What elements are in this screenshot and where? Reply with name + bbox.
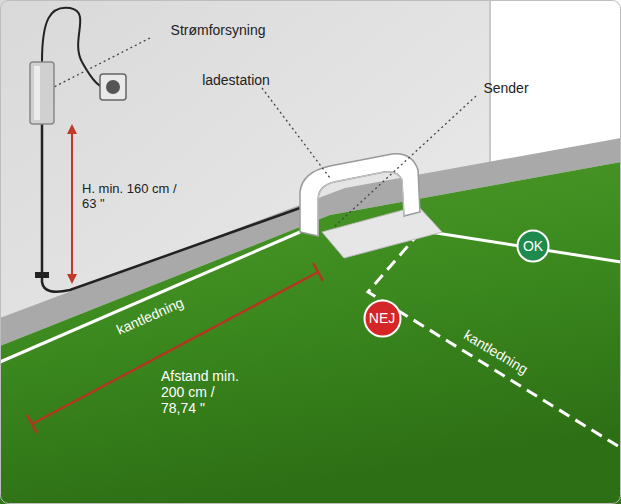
charging-station — [300, 154, 420, 236]
wall-socket — [100, 74, 126, 100]
cable-plug — [35, 272, 49, 278]
power-supply — [30, 62, 54, 124]
leader-line — [52, 38, 150, 88]
dimension-label: Afstand min. 200 cm / 78,74 " — [161, 368, 251, 416]
circle-shape — [364, 300, 400, 336]
arrow-head — [67, 124, 77, 134]
arrow-head — [67, 274, 77, 284]
power-cable — [42, 124, 300, 292]
boundary-wire — [0, 232, 300, 362]
circle-shape — [518, 231, 549, 262]
station-inner — [318, 172, 404, 236]
socket-hole — [106, 80, 120, 94]
power-supply-highlight — [34, 66, 40, 120]
dimension-label: H. min. 160 cm / 63 " — [82, 182, 182, 212]
ok-circle: OK — [516, 229, 550, 263]
part-label: ladestation — [202, 72, 270, 88]
boundary-wire-dashed — [368, 232, 621, 448]
leader-line — [262, 88, 330, 178]
station-plate — [322, 206, 442, 258]
dimension-tick — [313, 263, 323, 281]
distance-dimension — [32, 272, 318, 424]
node-text: NEJ — [369, 310, 395, 326]
nej-circle: NEJ — [363, 299, 402, 338]
node-text: OK — [523, 238, 543, 254]
part-label: Sender — [483, 80, 528, 96]
leader-line — [335, 96, 476, 226]
part-label: Strømforsyning — [171, 22, 266, 38]
dimension-tick — [27, 415, 37, 433]
height-dimension — [71, 126, 73, 282]
